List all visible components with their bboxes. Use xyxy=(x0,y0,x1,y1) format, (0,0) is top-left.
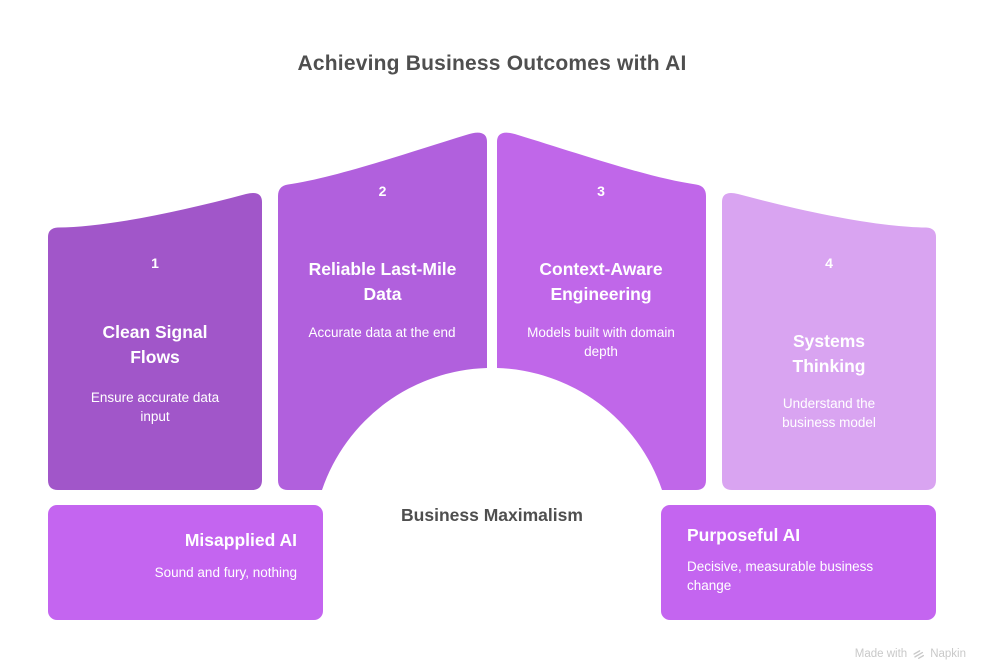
watermark-prefix: Made with xyxy=(854,647,908,660)
page-title: Achieving Business Outcomes with AI xyxy=(297,52,687,75)
purposeful-ai-title: Purposeful AI xyxy=(687,525,801,545)
pillar-4-subtitle: Understand the business model xyxy=(782,396,876,430)
pillar-2-number: 2 xyxy=(378,183,387,199)
pillar-4-title: Systems Thinking xyxy=(792,331,866,376)
watermark-brand: Napkin xyxy=(930,647,966,660)
purposeful-ai-box xyxy=(661,505,936,620)
pillar-4-number: 4 xyxy=(825,255,833,271)
pillar-2-title: Reliable Last-Mile Data xyxy=(308,259,457,304)
pillar-3-title: Context-Aware Engineering xyxy=(539,259,663,304)
misapplied-ai-title: Misapplied AI xyxy=(184,530,297,550)
napkin-logo-icon xyxy=(912,647,925,660)
pillar-1-shape xyxy=(48,193,262,490)
pillar-3-number: 3 xyxy=(597,183,605,199)
pillar-1-number: 1 xyxy=(151,255,159,271)
purposeful-ai-subtitle: Decisive, measurable business change xyxy=(687,559,874,593)
misapplied-ai-content: Misapplied AI Sound and fury, nothing xyxy=(48,505,323,620)
misapplied-ai-subtitle: Sound and fury, nothing xyxy=(154,565,297,580)
pillar-1-subtitle: Ensure accurate data input xyxy=(90,390,220,424)
pillar-2-shape xyxy=(278,132,487,490)
pillar-3-shape xyxy=(497,132,706,490)
pillar-4-shape xyxy=(722,193,936,490)
watermark: Made with Napkin xyxy=(855,647,966,660)
purposeful-ai-content: Purposeful AI Decisive, measurable busin… xyxy=(661,505,936,620)
misapplied-ai-box xyxy=(48,505,323,620)
pillar-1-title: Clean Signal Flows xyxy=(102,322,208,367)
arch-center-label: Business Maximalism xyxy=(401,505,583,525)
pillar-2-subtitle: Accurate data at the end xyxy=(308,325,456,340)
pillar-3-subtitle: Models built with domain depth xyxy=(527,325,675,359)
